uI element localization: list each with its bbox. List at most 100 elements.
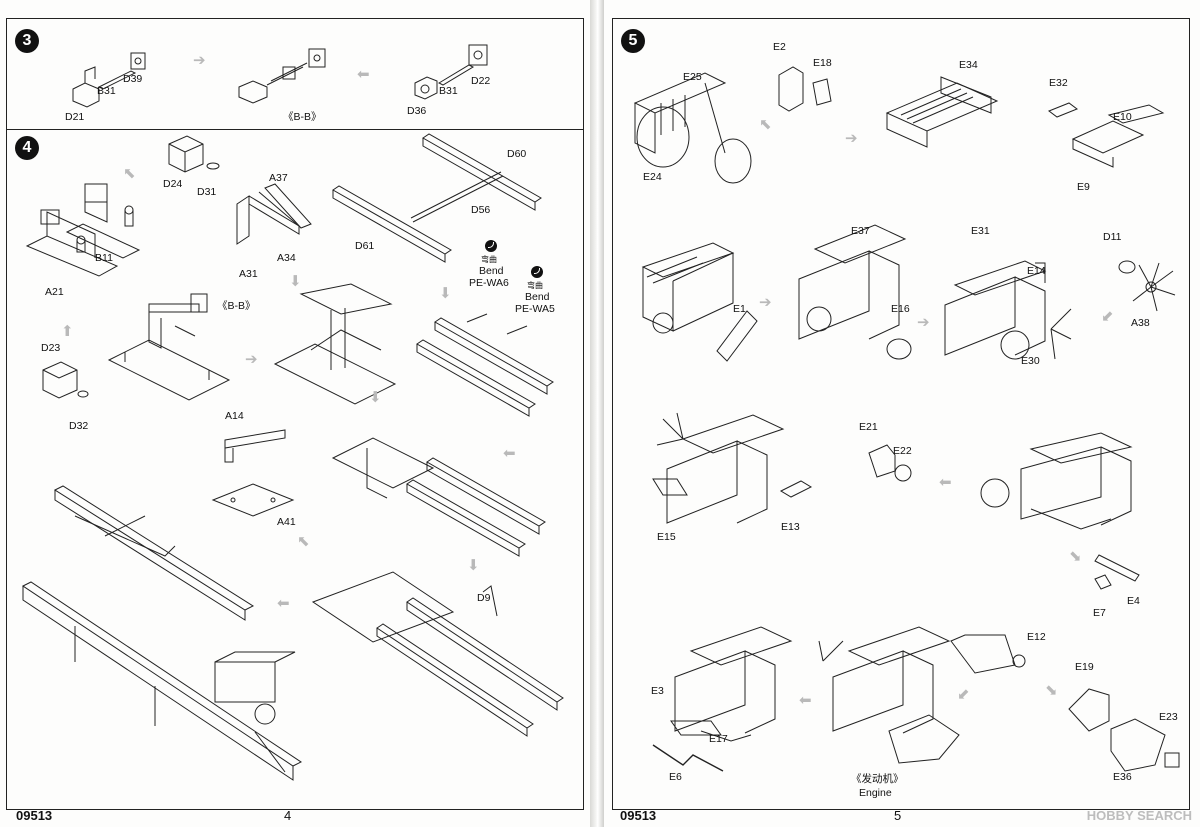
part-label-e9: E9 bbox=[1077, 181, 1090, 193]
engine-assembly-drawing bbox=[779, 219, 919, 359]
crank-handle-drawing bbox=[649, 737, 729, 777]
arrow-icon: ➔ bbox=[193, 52, 206, 69]
sub-assembly-drawing bbox=[271, 280, 411, 400]
engine-block-drawing bbox=[621, 67, 761, 197]
part-label-e30: E30 bbox=[1021, 355, 1040, 367]
part-label-pe-wa6: PE-WA6 bbox=[469, 277, 509, 289]
engine-assembly-drawing bbox=[935, 245, 1075, 375]
step-3-badge: 3 bbox=[15, 29, 39, 53]
part-label-d23: D23 bbox=[41, 342, 61, 354]
engine-assembly-drawing bbox=[809, 621, 969, 771]
part-label-e18: E18 bbox=[813, 57, 832, 69]
bend-icon bbox=[485, 240, 497, 252]
part-label-a38: A38 bbox=[1131, 317, 1150, 329]
frame-rail-drawing bbox=[327, 130, 557, 270]
engine-caption-cn: 《发动机》 bbox=[851, 773, 904, 785]
arrow-icon: ⬉ bbox=[123, 165, 136, 182]
watermark-text: HOBBY SEARCH bbox=[1086, 808, 1192, 823]
part-label-d22: D22 bbox=[471, 75, 491, 87]
part-label-b31: B31 bbox=[97, 85, 116, 97]
part-label-e13: E13 bbox=[781, 521, 800, 533]
part-label-e22: E22 bbox=[893, 445, 912, 457]
left-page: 3 ➔ ⬅ D21 B31 D39 《B- bbox=[0, 0, 590, 827]
part-label-e3: E3 bbox=[651, 685, 664, 697]
engine-assembly-drawing bbox=[643, 409, 793, 539]
part-label-a21: A21 bbox=[45, 286, 64, 298]
part-label-d32: D32 bbox=[69, 420, 89, 432]
arrow-icon: ⬇ bbox=[369, 389, 382, 406]
part-label-e15: E15 bbox=[657, 531, 676, 543]
part-label-e19: E19 bbox=[1075, 661, 1094, 673]
pump-drawing bbox=[863, 439, 923, 489]
part-label-e37: E37 bbox=[851, 225, 870, 237]
part-label-a37: A37 bbox=[269, 172, 288, 184]
arrow-icon: ⬉ bbox=[297, 533, 310, 550]
sub-assembly-drawing bbox=[19, 174, 169, 284]
arrow-icon: ➔ bbox=[845, 130, 858, 147]
part-label-a41: A41 bbox=[277, 516, 296, 528]
page-code: 09513 bbox=[16, 808, 53, 823]
manifold-drawing bbox=[1043, 99, 1163, 189]
part-label-b11: B11 bbox=[95, 252, 113, 264]
arrow-icon: ⬋ bbox=[1101, 308, 1114, 325]
part-label-e4: E4 bbox=[1127, 595, 1140, 607]
part-label-e1: E1 bbox=[733, 303, 746, 315]
engine-assembly-drawing bbox=[661, 621, 801, 751]
part-label-e10: E10 bbox=[1113, 111, 1132, 123]
part-label-e31: E31 bbox=[971, 225, 990, 237]
part-label-d61: D61 bbox=[355, 240, 375, 252]
cross-member-drawing bbox=[207, 420, 307, 530]
engine-caption-en: Engine bbox=[859, 787, 892, 799]
bend-note-en: Bend bbox=[525, 291, 550, 303]
part-label-e2: E2 bbox=[773, 41, 786, 53]
exhaust-manifold-drawing bbox=[1089, 549, 1149, 599]
step-4-panel: 4 bbox=[6, 130, 584, 810]
bend-note-en: Bend bbox=[479, 265, 504, 277]
part-label-e34: E34 bbox=[959, 59, 978, 71]
part-label-d36: D36 bbox=[407, 105, 427, 117]
part-label-e14: E14 bbox=[1027, 265, 1046, 277]
part-label-b31: B31 bbox=[439, 85, 458, 97]
part-label-e7: E7 bbox=[1093, 607, 1106, 619]
watermark-logo: HOBBY SEARCH bbox=[1087, 808, 1192, 823]
step-5-panel: 5 ⬉ ➔ E2 bbox=[612, 18, 1190, 810]
arrow-icon: ⬋ bbox=[957, 686, 970, 703]
cab-mount-drawing bbox=[163, 134, 223, 184]
sub-assembly-drawing bbox=[327, 418, 567, 558]
bend-note-cn: 弯曲 bbox=[527, 281, 543, 290]
right-page: 5 ⬉ ➔ E2 bbox=[604, 0, 1200, 827]
arrow-icon: ⬇ bbox=[439, 285, 452, 302]
bend-note-cn: 弯曲 bbox=[481, 255, 497, 264]
view-label-b-b: 《B-B》 bbox=[217, 300, 256, 312]
arrow-icon: ⬆ bbox=[61, 323, 74, 340]
bell-housing-drawing bbox=[1055, 679, 1195, 789]
part-label-d31: D31 bbox=[197, 186, 217, 198]
part-label-e25: E25 bbox=[683, 71, 702, 83]
part-label-d21: D21 bbox=[65, 111, 85, 123]
part-label-d39: D39 bbox=[123, 73, 143, 85]
bracket-drawing bbox=[777, 475, 817, 505]
arrow-icon: ⬅ bbox=[277, 595, 290, 612]
step-3-drawing-right bbox=[407, 33, 507, 113]
part-label-d24: D24 bbox=[163, 178, 183, 190]
step-5-badge: 5 bbox=[621, 29, 645, 53]
page-number: 4 bbox=[284, 808, 292, 823]
frame-rail-pair-drawing bbox=[411, 302, 561, 412]
arrow-icon: ⬅ bbox=[357, 66, 370, 83]
part-label-e12: E12 bbox=[1027, 631, 1046, 643]
step-3-drawing-middle bbox=[229, 41, 339, 111]
part-label-d11: D11 bbox=[1103, 231, 1122, 243]
arrow-icon: ➔ bbox=[759, 294, 772, 311]
arrow-icon: ⬉ bbox=[759, 116, 772, 133]
arrow-icon: ➔ bbox=[917, 314, 930, 331]
chassis-frame-drawing bbox=[15, 476, 315, 806]
part-label-e17: E17 bbox=[709, 733, 728, 745]
arrow-icon: ⬅ bbox=[939, 474, 952, 491]
view-label-b-b: 《B-B》 bbox=[283, 111, 322, 123]
arrow-icon: ➔ bbox=[245, 351, 258, 368]
part-label-a31: A31 bbox=[239, 268, 258, 280]
arrow-icon: ⬊ bbox=[1045, 682, 1058, 699]
part-label-a34: A34 bbox=[277, 252, 296, 264]
part-label-a14: A14 bbox=[225, 410, 244, 422]
timing-cover-drawing bbox=[707, 305, 757, 375]
